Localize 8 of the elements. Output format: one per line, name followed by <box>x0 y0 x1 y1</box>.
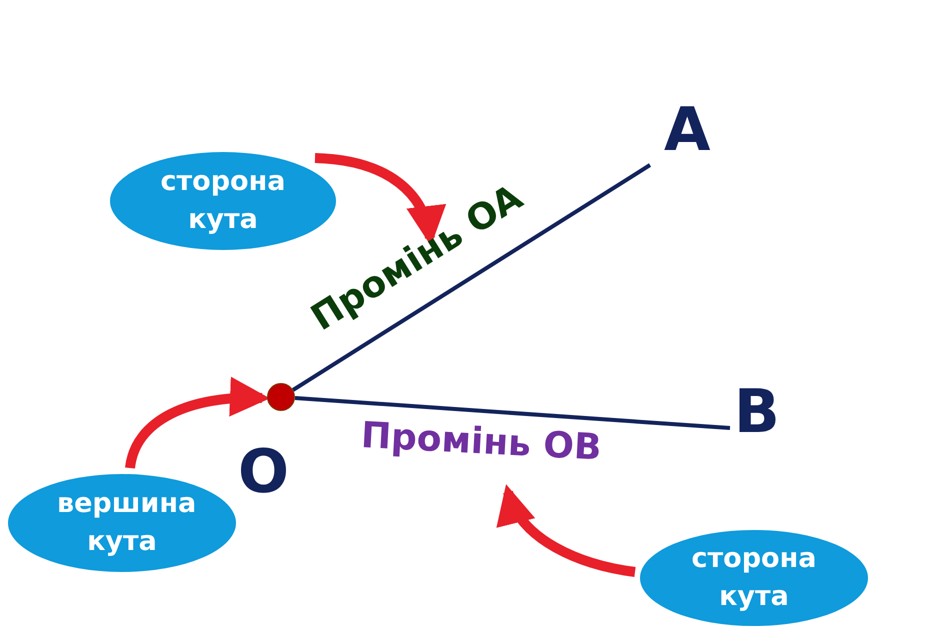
point-label: O <box>238 442 290 502</box>
ray-label: Промінь OB <box>360 415 602 469</box>
vertex-point <box>267 383 295 411</box>
callout-ellipse: сторона кута <box>640 530 868 626</box>
callout-ellipse: вершина кута <box>8 474 236 572</box>
callout-ellipse: сторона кута <box>110 152 336 250</box>
point-label: B <box>734 382 780 442</box>
point-label: A <box>664 100 710 160</box>
